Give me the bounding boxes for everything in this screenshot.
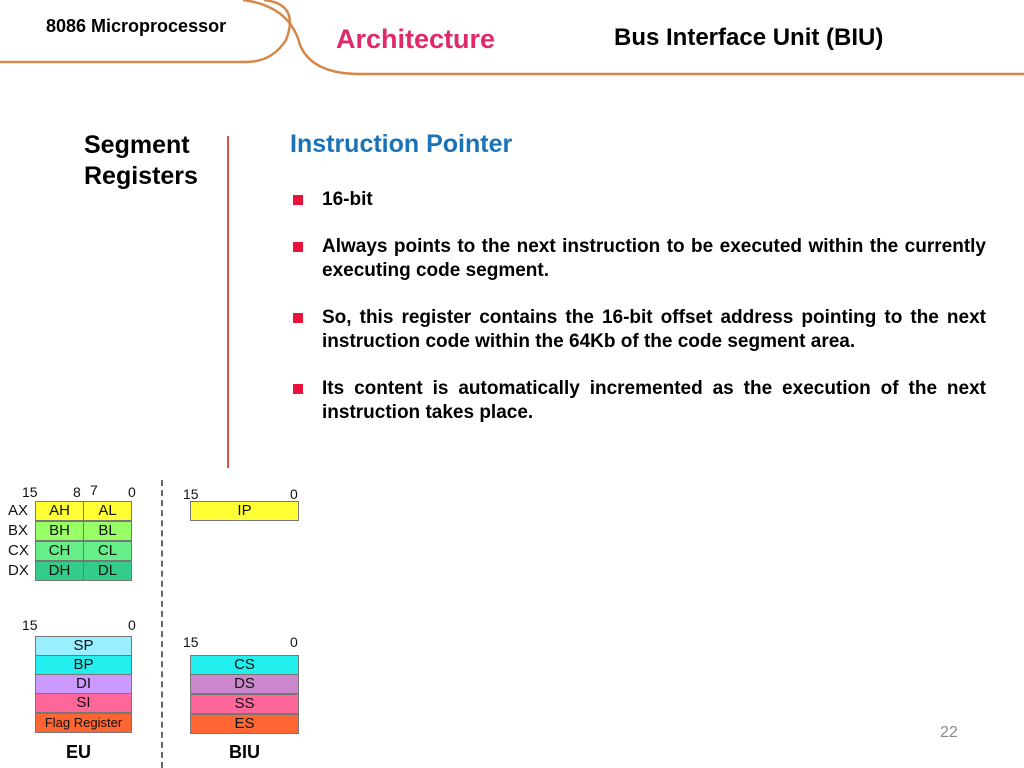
- bit-label: 0: [290, 634, 298, 650]
- register-cs: CS: [190, 655, 299, 675]
- header-curve-decoration: [0, 0, 1024, 76]
- register-ip: IP: [190, 501, 299, 521]
- square-bullet-icon: [293, 313, 303, 323]
- eu-label: EU: [66, 742, 92, 762]
- square-bullet-icon: [293, 242, 303, 252]
- section-title: Architecture: [336, 24, 496, 54]
- bullet-list: 16-bit Always points to the next instruc…: [292, 188, 986, 448]
- register-cl: CL: [83, 541, 132, 561]
- register-ds: DS: [190, 674, 299, 694]
- register-ch: CH: [35, 541, 84, 561]
- bit-label: 0: [290, 486, 298, 502]
- instruction-pointer-heading: Instruction Pointer: [290, 130, 513, 158]
- bit-label: 0: [128, 617, 136, 633]
- eu-biu-dashed-divider: [161, 480, 163, 768]
- bullet-item: Its content is automatically incremented…: [292, 377, 986, 425]
- segment-registers-text: Segment Registers: [84, 131, 198, 190]
- register-name-bx: BX: [8, 522, 29, 539]
- bit-label: 0: [128, 484, 136, 500]
- bit-label: 15: [183, 486, 199, 502]
- register-es: ES: [190, 714, 299, 734]
- register-al: AL: [83, 501, 132, 521]
- bullet-item: Always points to the next instruction to…: [292, 235, 986, 283]
- bit-label: 15: [22, 484, 38, 500]
- bullet-text: Its content is automatically incremented…: [322, 378, 986, 423]
- register-bp: BP: [35, 655, 132, 675]
- bit-label: 8: [73, 484, 81, 500]
- register-bl: BL: [83, 521, 132, 541]
- register-si: SI: [35, 693, 132, 713]
- bit-label: 15: [183, 634, 199, 650]
- bullet-text: So, this register contains the 16-bit of…: [322, 307, 986, 352]
- bullet-text: 16-bit: [322, 189, 373, 210]
- bullet-item: So, this register contains the 16-bit of…: [292, 306, 986, 354]
- register-bh: BH: [35, 521, 84, 541]
- register-ss: SS: [190, 694, 299, 714]
- register-sp: SP: [35, 636, 132, 656]
- register-name-ax: AX: [8, 502, 29, 519]
- register-dl: DL: [83, 561, 132, 581]
- register-di: DI: [35, 674, 132, 694]
- bit-label: 15: [22, 617, 38, 633]
- segment-registers-label: Segment Registers: [84, 130, 224, 192]
- bullet-text: Always points to the next instruction to…: [322, 236, 986, 281]
- square-bullet-icon: [293, 195, 303, 205]
- vertical-divider: [227, 136, 229, 468]
- page-number: 22: [940, 724, 958, 741]
- flag-register: Flag Register: [35, 713, 132, 733]
- register-dh: DH: [35, 561, 84, 581]
- bullet-item: 16-bit: [292, 188, 986, 212]
- bit-label: 7: [90, 482, 98, 498]
- biu-label: BIU: [229, 742, 260, 762]
- course-title: 8086 Microprocessor: [46, 16, 227, 36]
- register-name-cx: CX: [8, 542, 29, 559]
- register-ah: AH: [35, 501, 84, 521]
- square-bullet-icon: [293, 384, 303, 394]
- unit-title: Bus Interface Unit (BIU): [614, 24, 884, 51]
- register-name-dx: DX: [8, 562, 29, 579]
